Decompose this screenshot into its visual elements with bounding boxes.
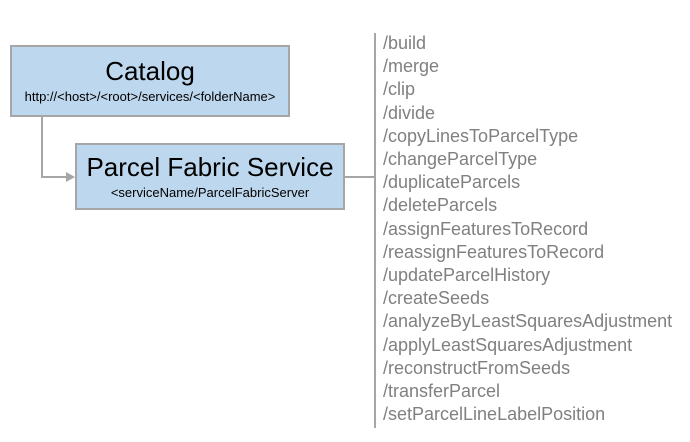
endpoint-divider-line <box>374 33 376 428</box>
catalog-url: http://<host>/<root>/services/<folderNam… <box>24 89 276 105</box>
endpoint-path: /reassignFeaturesToRecord <box>383 241 605 262</box>
service-to-endpoints-connector <box>345 176 374 178</box>
endpoint-path: /reconstructFromSeeds <box>383 357 571 378</box>
arrow-right-icon <box>66 172 75 182</box>
catalog-to-service-connector-horizontal <box>41 176 67 178</box>
service-subtitle: <serviceName/ParcelFabricServer <box>110 184 310 200</box>
endpoint-path: /clip <box>383 79 416 100</box>
endpoint-path: /changeParcelType <box>383 149 538 170</box>
endpoint-path: /analyzeByLeastSquaresAdjustment <box>383 311 673 332</box>
endpoint-list: /build/merge/clip/divide/copyLinesToParc… <box>383 32 672 426</box>
endpoint-path: /transferParcel <box>383 381 501 402</box>
catalog-box: Catalog http://<host>/<root>/services/<f… <box>10 45 290 117</box>
endpoint-path: /assignFeaturesToRecord <box>383 218 589 239</box>
service-title: Parcel Fabric Service <box>86 151 334 182</box>
catalog-title: Catalog <box>105 56 195 87</box>
endpoint-path: /deleteParcels <box>383 195 498 216</box>
endpoint-path: /createSeeds <box>383 288 490 309</box>
endpoint-path: /setParcelLineLabelPosition <box>383 404 606 425</box>
endpoint-path: /copyLinesToParcelType <box>383 125 579 146</box>
endpoint-path: /divide <box>383 102 436 123</box>
endpoint-path: /merge <box>383 56 440 77</box>
catalog-to-service-connector-vertical <box>41 117 43 178</box>
endpoint-path: /applyLeastSquaresAdjustment <box>383 334 633 355</box>
endpoint-path: /duplicateParcels <box>383 172 521 193</box>
endpoint-path: /build <box>383 33 427 53</box>
parcel-fabric-service-box: Parcel Fabric Service <serviceName/Parce… <box>75 143 345 210</box>
endpoint-path: /updateParcelHistory <box>383 265 551 286</box>
